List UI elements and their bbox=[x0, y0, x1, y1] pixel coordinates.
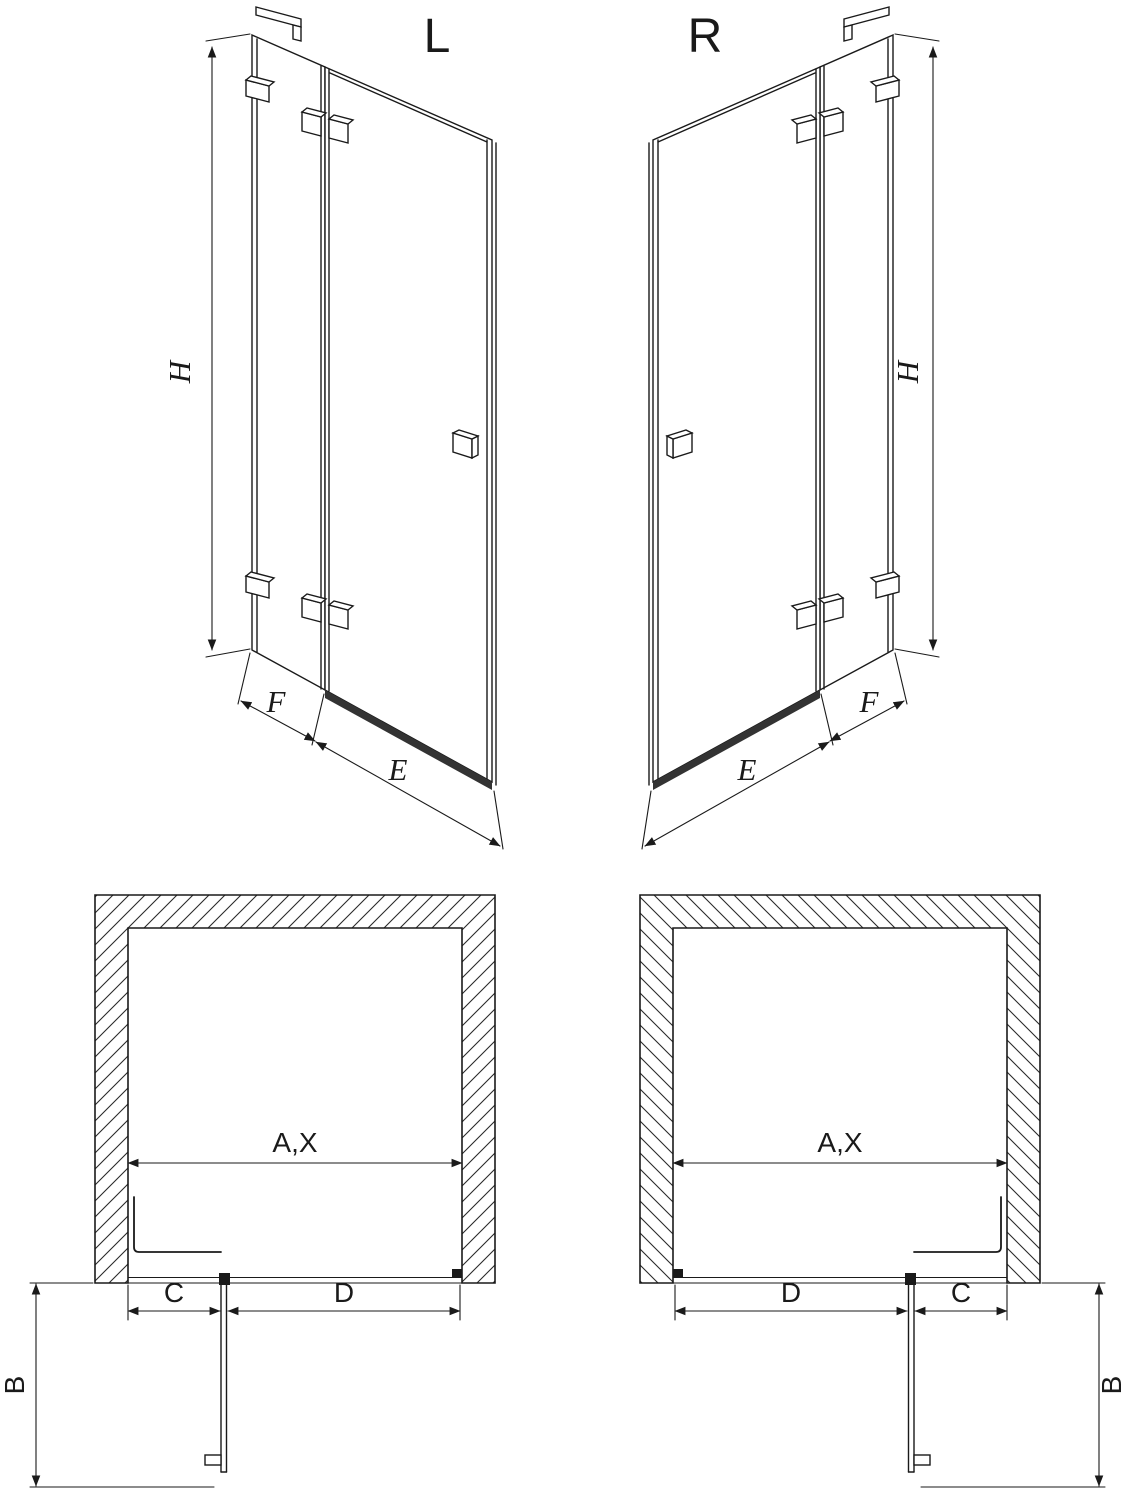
right-door-width-label: E bbox=[737, 752, 757, 787]
left-variant-label: L bbox=[424, 10, 451, 63]
plan-view-right-drawing bbox=[640, 895, 1105, 1487]
front-view-left-drawing bbox=[206, 7, 503, 849]
right-opening-width-label: A,X bbox=[817, 1127, 862, 1158]
right-c-label: C bbox=[951, 1277, 971, 1308]
labels: L R H H F E F E A,X C D B A,X D C B bbox=[0, 10, 1127, 1394]
front-view-right-drawing bbox=[642, 7, 939, 849]
right-d-label: D bbox=[781, 1277, 801, 1308]
plan-view-left-drawing bbox=[30, 895, 495, 1487]
left-opening-width-label: A,X bbox=[272, 1127, 317, 1158]
left-b-label: B bbox=[0, 1376, 30, 1395]
left-height-label: H bbox=[162, 359, 197, 384]
right-fixed-width-label: F bbox=[859, 684, 880, 719]
left-d-label: D bbox=[334, 1277, 354, 1308]
left-c-label: C bbox=[164, 1277, 184, 1308]
left-fixed-width-label: F bbox=[266, 684, 287, 719]
right-height-label: H bbox=[890, 359, 925, 384]
right-b-label: B bbox=[1096, 1376, 1127, 1395]
right-variant-label: R bbox=[688, 10, 723, 63]
left-door-width-label: E bbox=[388, 752, 408, 787]
